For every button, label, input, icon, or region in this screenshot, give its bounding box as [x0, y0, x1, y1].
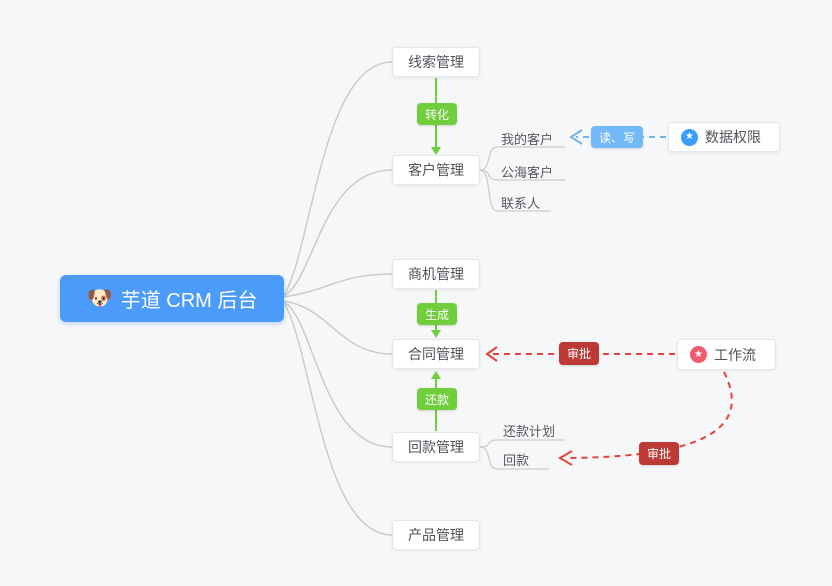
badge-repay: 还款 [417, 388, 457, 410]
node-products: 产品管理 [392, 520, 480, 550]
node-customers-label: 客户管理 [408, 162, 464, 178]
root-node-label: 芋道 CRM 后台 [120, 290, 258, 312]
star-icon: ★ [690, 346, 707, 363]
child-my-customers: 我的客户 [501, 132, 554, 147]
star-icon: ★ [681, 128, 698, 146]
badge-approve-payment: 审批 [639, 442, 679, 465]
child-public-customers: 公海客户 [501, 165, 554, 180]
node-leads-label: 线索管理 [408, 54, 464, 70]
node-workflow-label: 工作流 [714, 346, 756, 363]
child-payment: 回款 [503, 453, 530, 468]
badge-convert: 转化 [417, 103, 457, 125]
node-contracts-label: 合同管理 [408, 346, 464, 362]
node-customers: 客户管理 [392, 155, 480, 185]
node-workflow: ★ 工作流 [677, 339, 776, 370]
node-payments-label: 回款管理 [408, 439, 464, 455]
node-products-label: 产品管理 [408, 527, 464, 543]
node-data-permission-label: 数据权限 [705, 129, 761, 145]
node-opportunities: 商机管理 [392, 259, 480, 289]
node-contracts: 合同管理 [392, 339, 480, 369]
badge-approve-contract: 审批 [559, 342, 599, 365]
root-node-crm-backend: 🐶 芋道 CRM 后台 [60, 275, 284, 322]
badge-read-write: 读、写 [591, 126, 643, 148]
child-contacts: 联系人 [501, 196, 541, 211]
node-opportunities-label: 商机管理 [408, 266, 464, 282]
dog-icon: 🐶 [86, 287, 113, 310]
node-data-permission: ★ 数据权限 [668, 122, 780, 152]
child-repayment-plan: 还款计划 [503, 424, 556, 439]
node-leads: 线索管理 [392, 47, 480, 77]
node-payments: 回款管理 [392, 432, 480, 462]
badge-generate: 生成 [417, 303, 457, 325]
